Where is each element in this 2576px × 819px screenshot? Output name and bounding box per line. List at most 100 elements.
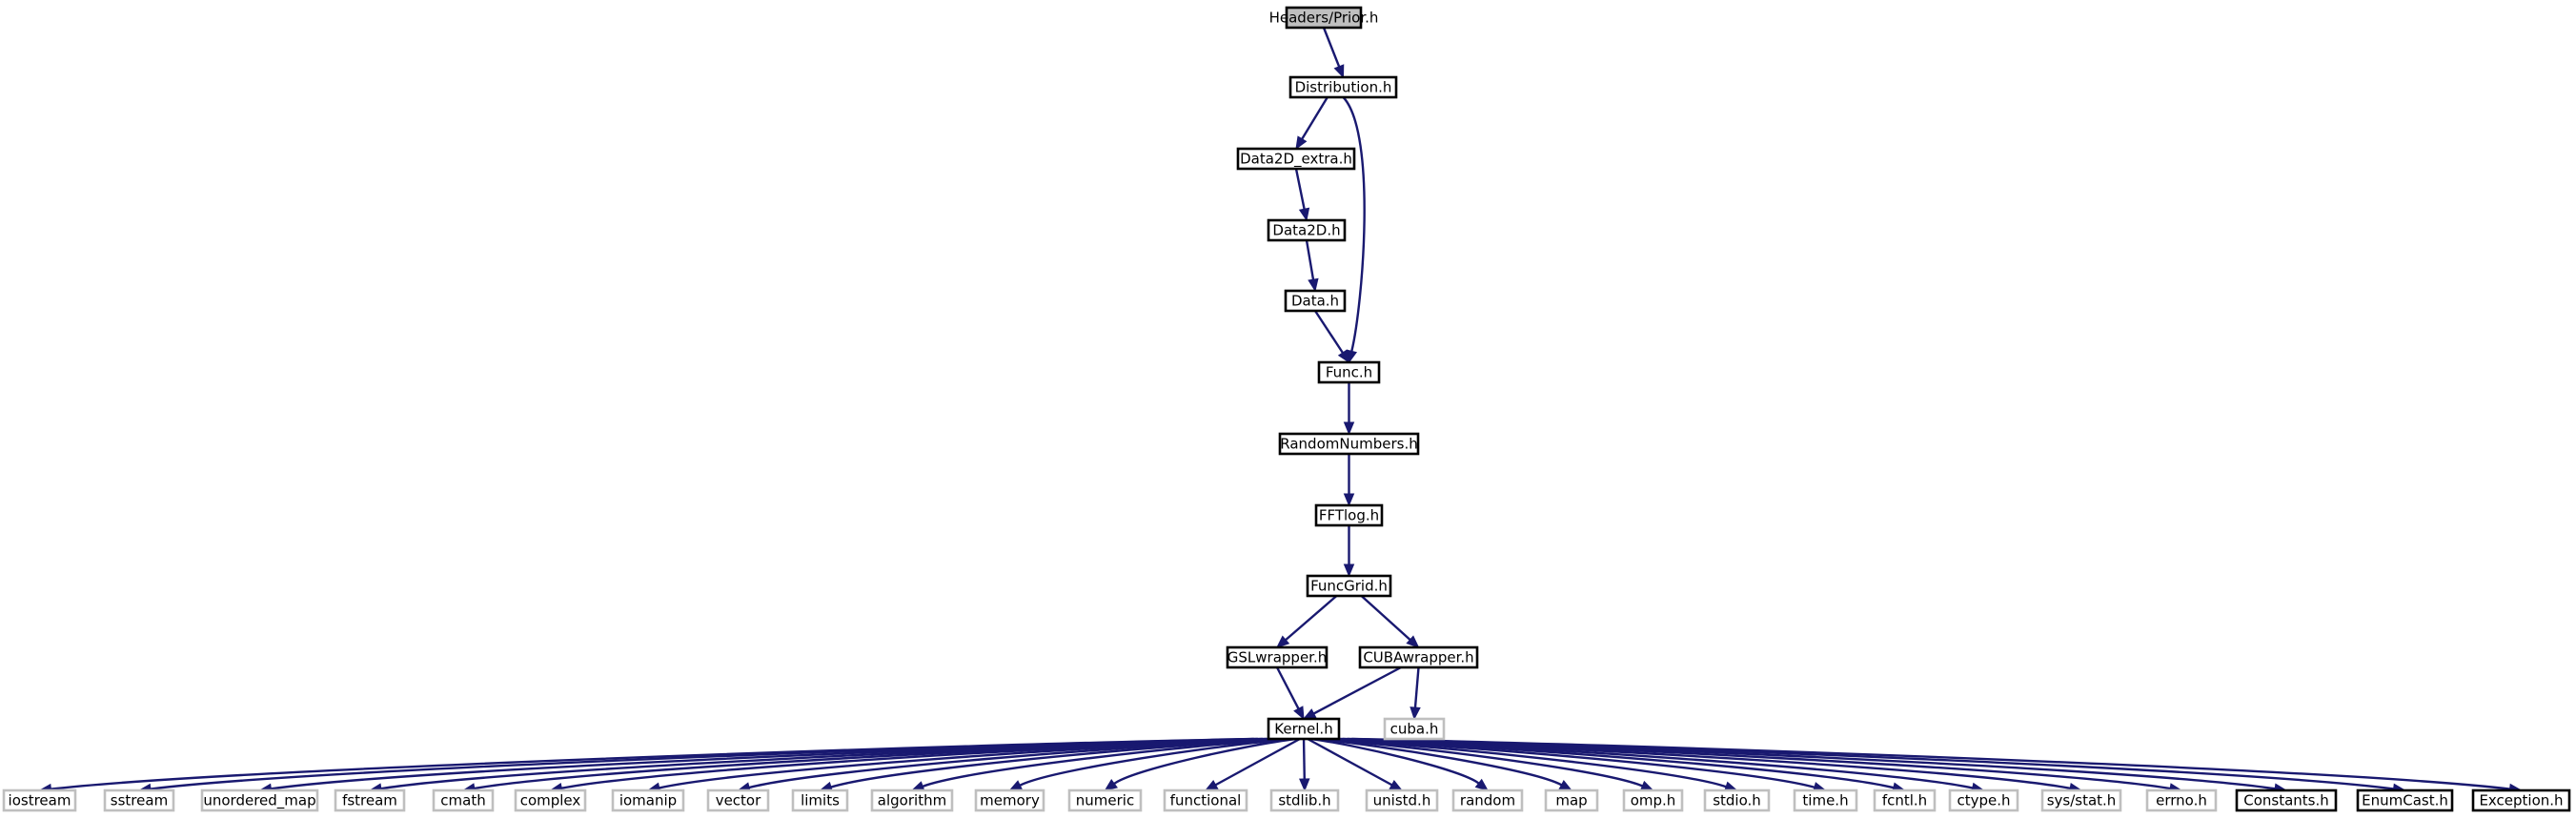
node-enumcast[interactable]: EnumCast.h bbox=[2356, 788, 2454, 812]
node-box bbox=[1544, 788, 1599, 812]
node-funcgrid[interactable]: FuncGrid.h bbox=[1306, 574, 1392, 598]
node-data2d-extra[interactable]: Data2D_extra.h bbox=[1236, 147, 1356, 171]
node-label: memory bbox=[980, 792, 1040, 809]
node-label: Kernel.h bbox=[1274, 721, 1332, 738]
arrowhead-kernel-to-omp bbox=[1639, 780, 1654, 791]
node-label: Data.h bbox=[1291, 293, 1339, 310]
node-kernel[interactable]: Kernel.h bbox=[1267, 717, 1341, 741]
node-label: map bbox=[1555, 792, 1587, 809]
node-stdlib: stdlib.h bbox=[1269, 788, 1340, 812]
node-cubawrapper[interactable]: CUBAwrapper.h bbox=[1358, 645, 1479, 669]
node-box bbox=[1873, 788, 1937, 812]
node-distribution[interactable]: Distribution.h bbox=[1288, 75, 1398, 99]
edge-distribution-to-func bbox=[1342, 96, 1366, 352]
node-label: random bbox=[1460, 792, 1515, 809]
node-fcntl: fcntl.h bbox=[1873, 788, 1937, 812]
node-numeric: numeric bbox=[1067, 788, 1143, 812]
node-label: Constants.h bbox=[2243, 792, 2329, 809]
arrowhead-gslwrapper-to-kernel bbox=[1293, 706, 1305, 721]
node-time: time.h bbox=[1793, 788, 1858, 812]
node-label: sys/stat.h bbox=[2047, 792, 2117, 809]
arrowhead-fftlog-to-funcgrid bbox=[1343, 563, 1355, 578]
node-stdio: stdio.h bbox=[1703, 788, 1771, 812]
node-box bbox=[2471, 788, 2571, 812]
edge-data2d_extra-to-data2d bbox=[1294, 168, 1306, 210]
node-label: numeric bbox=[1076, 792, 1134, 809]
node-func[interactable]: Func.h bbox=[1317, 360, 1381, 384]
node-random: random bbox=[1451, 788, 1524, 812]
node-layer: Headers/Prior.hDistribution.hData2D_extr… bbox=[2, 6, 2571, 812]
node-label: Func.h bbox=[1326, 364, 1372, 381]
node-box bbox=[1306, 574, 1392, 598]
node-box bbox=[514, 788, 587, 812]
node-label: limits bbox=[801, 792, 840, 809]
node-box bbox=[1278, 432, 1420, 456]
node-unordered-map: unordered_map bbox=[200, 788, 319, 812]
node-memory: memory bbox=[974, 788, 1045, 812]
node-label: unistd.h bbox=[1373, 792, 1431, 809]
arrowhead-funcgrid-to-gslwrapper bbox=[1276, 635, 1290, 648]
node-box bbox=[1067, 788, 1143, 812]
node-unistd: unistd.h bbox=[1365, 788, 1439, 812]
edge-funcgrid-to-cubawrapper bbox=[1360, 595, 1411, 641]
node-complex: complex bbox=[514, 788, 587, 812]
node-label: FuncGrid.h bbox=[1310, 578, 1388, 595]
node-prior[interactable]: Headers/Prior.h bbox=[1269, 6, 1379, 30]
node-label: iomanip bbox=[619, 792, 677, 809]
node-box bbox=[1163, 788, 1248, 812]
node-box bbox=[791, 788, 849, 812]
arrowhead-cubawrapper-to-kernel bbox=[1302, 708, 1317, 720]
node-box bbox=[1226, 645, 1329, 669]
node-functional: functional bbox=[1163, 788, 1248, 812]
node-label: complex bbox=[520, 792, 581, 809]
node-iostream: iostream bbox=[2, 788, 77, 812]
node-label: unordered_map bbox=[203, 792, 315, 810]
arrowhead-kernel-to-map bbox=[1558, 779, 1573, 791]
node-gslwrapper[interactable]: GSLwrapper.h bbox=[1226, 645, 1329, 669]
node-label: iostream bbox=[9, 792, 71, 809]
node-box bbox=[103, 788, 175, 812]
edge-data-to-func bbox=[1313, 310, 1344, 354]
edge-funcgrid-to-gslwrapper bbox=[1285, 595, 1338, 642]
node-box bbox=[1365, 788, 1439, 812]
node-box bbox=[1451, 788, 1524, 812]
node-data[interactable]: Data.h bbox=[1284, 289, 1347, 313]
node-label: Data2D.h bbox=[1272, 222, 1340, 239]
node-randomnumbers[interactable]: RandomNumbers.h bbox=[1278, 432, 1420, 456]
node-box bbox=[1288, 75, 1398, 99]
node-box bbox=[2145, 788, 2218, 812]
arrowhead-distribution-to-data2d_extra bbox=[1295, 135, 1308, 151]
node-cuba: cuba.h bbox=[1383, 717, 1446, 741]
node-exception[interactable]: Exception.h bbox=[2471, 788, 2571, 812]
node-label: cmath bbox=[440, 792, 485, 809]
node-box bbox=[1236, 147, 1356, 171]
node-box bbox=[1314, 503, 1384, 527]
arrowhead-data2d_extra-to-data2d bbox=[1298, 207, 1310, 222]
node-label: time.h bbox=[1802, 792, 1848, 809]
node-label: Exception.h bbox=[2479, 792, 2563, 809]
node-box bbox=[1948, 788, 2019, 812]
edge-kernel-to-algorithm bbox=[922, 737, 1288, 788]
arrowhead-kernel-to-random bbox=[1474, 778, 1490, 791]
node-box bbox=[1703, 788, 1771, 812]
node-label: EnumCast.h bbox=[2362, 792, 2448, 809]
edge-data2d-to-data bbox=[1305, 239, 1315, 280]
node-iomanip: iomanip bbox=[611, 788, 685, 812]
node-box bbox=[2356, 788, 2454, 812]
node-label: fstream bbox=[342, 792, 397, 809]
node-fftlog[interactable]: FFTlog.h bbox=[1314, 503, 1384, 527]
node-box bbox=[611, 788, 685, 812]
node-limits: limits bbox=[791, 788, 849, 812]
node-data2d[interactable]: Data2D.h bbox=[1267, 218, 1347, 242]
edge-kernel-to-unistd bbox=[1307, 737, 1393, 787]
node-constants[interactable]: Constants.h bbox=[2235, 788, 2338, 812]
node-ctype: ctype.h bbox=[1948, 788, 2019, 812]
node-label: vector bbox=[716, 792, 761, 809]
arrowhead-kernel-to-functional bbox=[1204, 779, 1219, 791]
node-label: fcntl.h bbox=[1882, 792, 1927, 809]
node-label: Data2D_extra.h bbox=[1240, 151, 1352, 169]
node-label: ctype.h bbox=[1957, 792, 2010, 809]
node-label: Distribution.h bbox=[1295, 79, 1392, 96]
node-label: CUBAwrapper.h bbox=[1363, 649, 1473, 666]
